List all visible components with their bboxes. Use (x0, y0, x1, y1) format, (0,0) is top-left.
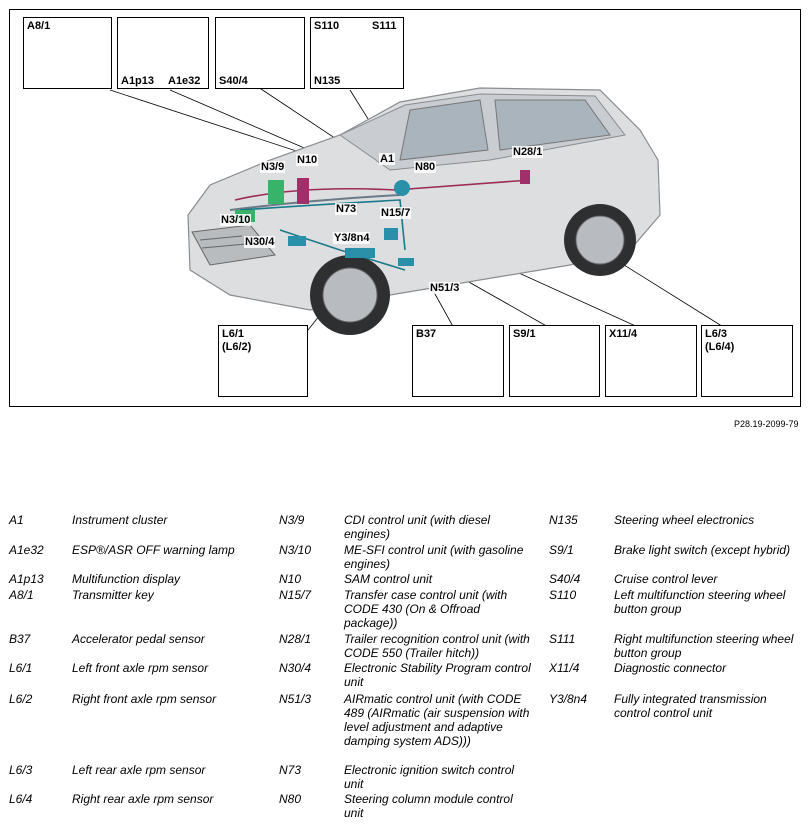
car-label-n3-9: N3/9 (260, 161, 286, 173)
legend-desc: Left multifunction steering wheel button… (614, 588, 786, 616)
legend-desc: Right front axle rpm sensor (72, 692, 217, 706)
callout-label-a1p13: A1p13 (121, 75, 155, 87)
callout-label-x11-4: X11/4 (609, 328, 638, 340)
callout-front-axle-rpm-sensor: L6/1 (L6/2) (218, 325, 308, 397)
legend-code: L6/4 (9, 792, 33, 806)
legend-code: L6/1 (9, 661, 33, 675)
car-label-a1: A1 (379, 153, 396, 165)
legend-desc: Fully integrated transmission control co… (614, 692, 767, 720)
legend-desc: CDI control unit (with diesel engines) (344, 513, 491, 541)
legend-desc: Right multifunction steering wheel butto… (614, 632, 794, 660)
callout-label-a8-1: A8/1 (27, 20, 51, 32)
callout-label-s9-1: S9/1 (513, 328, 536, 340)
callout-diagnostic-connector: X11/4 (605, 325, 697, 397)
legend-code: S111 (549, 632, 576, 646)
legend-desc: Transmitter key (72, 588, 154, 602)
car-label-n73: N73 (335, 203, 358, 215)
car-label-n28-1: N28/1 (512, 146, 544, 158)
legend-code: N73 (279, 763, 302, 777)
legend-code: N30/4 (279, 661, 312, 675)
legend-desc: Left rear axle rpm sensor (72, 763, 206, 777)
legend-desc: Instrument cluster (72, 513, 168, 527)
legend-desc: SAM control unit (344, 572, 433, 586)
legend-desc: Diagnostic connector (614, 661, 727, 675)
legend-code: S40/4 (549, 572, 581, 586)
callout-brake-light-switch: S9/1 (509, 325, 600, 397)
legend-code: Y3/8n4 (549, 692, 588, 706)
legend-desc: Cruise control lever (614, 572, 718, 586)
legend-desc: ESP®/ASR OFF warning lamp (72, 543, 235, 557)
callout-cruise-control-lever: S40/4 (215, 17, 305, 89)
figure-reference-number: P28.19-2099-79 (734, 419, 799, 429)
car-label-n80: N80 (414, 161, 437, 173)
legend-code: N3/10 (279, 543, 312, 557)
legend-desc: Brake light switch (except hybrid) (614, 543, 791, 557)
legend-code: L6/2 (9, 692, 33, 706)
legend-code: N3/9 (279, 513, 305, 527)
legend-code: S110 (549, 588, 577, 602)
callout-label-n135: N135 (314, 75, 341, 87)
legend-code: X11/4 (549, 661, 580, 675)
suv-body (187, 87, 661, 335)
car-label-n30-4: N30/4 (244, 236, 276, 248)
callout-label-s110: S110 (314, 20, 340, 32)
legend-code: N15/7 (279, 588, 312, 602)
callout-rear-axle-rpm-sensor: L6/3 (L6/4) (701, 325, 793, 397)
legend-desc: Electronic Stability Program control uni… (344, 661, 531, 689)
legend-code: A1 (9, 513, 24, 527)
callout-label-a1e32: A1e32 (168, 75, 201, 87)
legend-desc: Steering wheel electronics (614, 513, 755, 527)
car-label-n3-10: N3/10 (220, 214, 252, 226)
car-label-n15-7: N15/7 (380, 207, 412, 219)
callout-accelerator-pedal: B37 (412, 325, 504, 397)
callout-label-s40-4: S40/4 (219, 75, 248, 87)
legend-code: B37 (9, 632, 31, 646)
legend-code: A1p13 (9, 572, 44, 586)
callout-transmitter-key: A8/1 (23, 17, 112, 89)
legend-desc: Steering column module control unit (344, 792, 513, 820)
legend-desc: Electronic ignition switch control unit (344, 763, 515, 791)
legend-code: A1e32 (9, 543, 44, 557)
car-label-n10: N10 (296, 154, 319, 166)
callout-instrument-cluster: A1p13 A1e32 (117, 17, 209, 89)
car-label-n51-3: N51/3 (429, 282, 461, 294)
callout-label-l6-3: L6/3 (L6/4) (705, 328, 735, 353)
callout-label-l6-1: L6/1 (L6/2) (222, 328, 252, 353)
legend-code: N135 (549, 513, 578, 527)
legend-desc: Right rear axle rpm sensor (72, 792, 214, 806)
car-label-y3-8n4: Y3/8n4 (333, 232, 371, 244)
legend-desc: AIRmatic control unit (with CODE 489 (AI… (344, 692, 530, 748)
callout-label-s111: S111 (372, 20, 397, 32)
legend-desc: Transfer case control unit (with CODE 43… (344, 588, 508, 630)
legend-code: S9/1 (549, 543, 574, 557)
legend-code: A8/1 (9, 588, 34, 602)
legend-code: N28/1 (279, 632, 312, 646)
legend-code: N10 (279, 572, 302, 586)
legend-desc: Left front axle rpm sensor (72, 661, 209, 675)
legend-desc: Accelerator pedal sensor (72, 632, 205, 646)
legend-code: N80 (279, 792, 302, 806)
legend-desc: Multifunction display (72, 572, 181, 586)
legend-code: L6/3 (9, 763, 33, 777)
control-units (235, 170, 530, 266)
callout-steering-wheel: S110 S111 N135 (310, 17, 404, 89)
callout-label-b37: B37 (416, 328, 437, 340)
component-location-figure: A8/1 A1p13 A1e32 S40/4 S110 S111 N135 L6… (9, 9, 801, 407)
legend-desc: Trailer recognition control unit (with C… (344, 632, 530, 660)
vehicle-illustration (35, 27, 786, 391)
legend-code: N51/3 (279, 692, 312, 706)
legend-desc: ME-SFI control unit (with gasoline engin… (344, 543, 524, 571)
